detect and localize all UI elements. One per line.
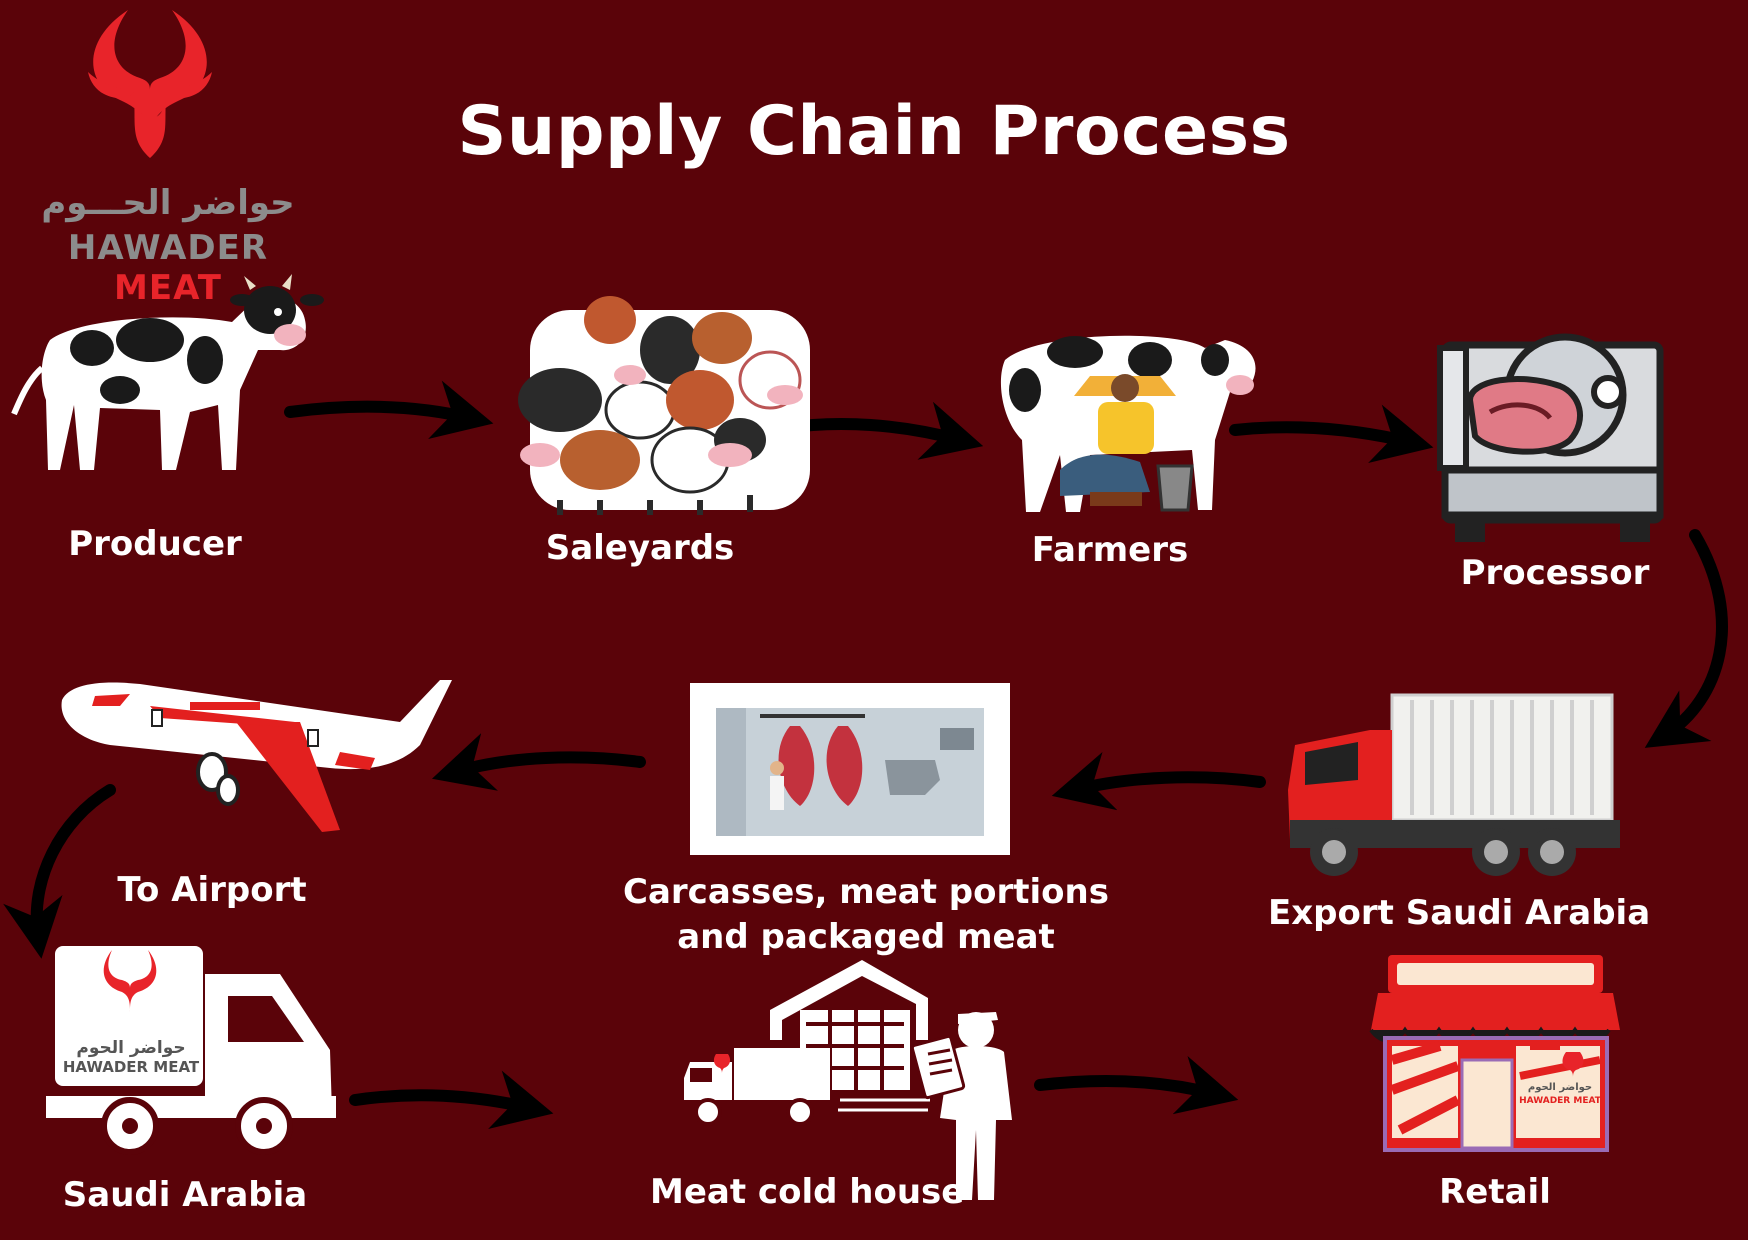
step-label-export-saudi-arabia: Export Saudi Arabia — [1268, 893, 1651, 933]
step-label-to-airport: To Airport — [117, 870, 307, 910]
step-label-carcasses: Carcasses, meat portions and packaged me… — [623, 872, 1109, 957]
arrow-saudi-coldhouse — [349, 1070, 554, 1130]
airplane-icon — [61, 680, 453, 832]
brand-arabic-name: حواضر الحـــوم — [41, 183, 295, 223]
delivery-truck-icon — [46, 946, 336, 1155]
step-label-farmers: Farmers — [1031, 530, 1189, 570]
arrow-export-carcasses — [1051, 752, 1266, 811]
farmer-milking-cow-icon — [1000, 335, 1256, 512]
warehouse-worker-icon — [684, 960, 1012, 1200]
bull-logo-icon — [88, 10, 212, 158]
truck-brand-arabic: حواضر الحوم — [76, 1038, 186, 1058]
brand-name-gray: HAWADER — [67, 228, 269, 268]
meat-slicer-icon — [1437, 333, 1664, 542]
retail-shop-icon — [1369, 955, 1620, 1152]
arrow-carcasses-airport — [431, 733, 646, 791]
shop-brand-arabic: حواضر الحوم — [1527, 1082, 1593, 1093]
arrow-saleyards-farmers — [779, 401, 984, 460]
brand-name-red: MEAT — [114, 268, 222, 308]
arrow-farmers-processor — [1229, 404, 1434, 464]
meat-storage-room-icon — [690, 683, 1010, 855]
page-title: Supply Chain Process — [457, 92, 1291, 171]
step-label-saudi-arabia: Saudi Arabia — [62, 1175, 308, 1215]
step-label-producer: Producer — [68, 524, 242, 564]
arrow-processor-export — [1644, 529, 1728, 748]
arrow-airport-saudi — [3, 784, 116, 959]
red-truck-icon — [1288, 693, 1620, 876]
cattle-herd-icon — [518, 296, 810, 515]
brand-name: HAWADER MEAT — [28, 228, 308, 308]
shop-brand-name: HAWADER MEAT — [1519, 1096, 1601, 1106]
step-label-saleyards: Saleyards — [545, 528, 735, 568]
arrow-coldhouse-retail — [1034, 1056, 1239, 1115]
step-label-retail: Retail — [1439, 1172, 1551, 1212]
step-label-meat-cold-house: Meat cold house — [650, 1172, 965, 1212]
cow-icon — [11, 274, 324, 470]
step-label-processor: Processor — [1460, 553, 1650, 593]
truck-brand-name: HAWADER MEAT — [62, 1058, 200, 1076]
arrow-producer-saleyards — [284, 380, 494, 440]
